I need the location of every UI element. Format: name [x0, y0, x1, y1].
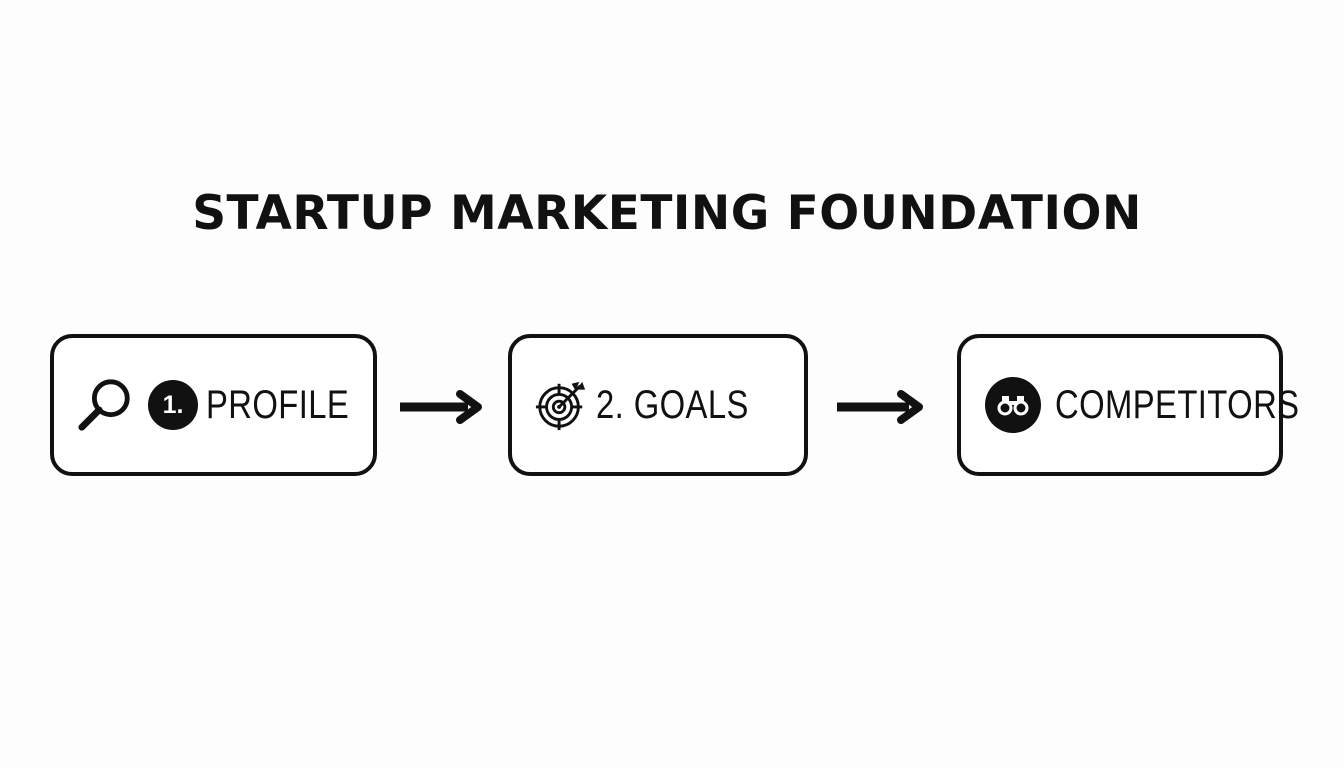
target-icon [535, 381, 586, 431]
arrow-right-icon [837, 390, 923, 424]
step-profile: 1. PROFILE [50, 334, 377, 476]
step-label-profile: PROFILE [206, 382, 350, 427]
step-number-badge: 1. [148, 380, 198, 430]
step-goals: 2. GOALS [508, 334, 808, 476]
binoculars-icon [997, 396, 1029, 416]
step-competitors: COMPETITORS [957, 334, 1299, 476]
magnifying-glass-icon [78, 379, 130, 431]
arrow-right-icon [400, 390, 482, 424]
step-label-competitors: COMPETITORS [1055, 382, 1300, 427]
diagram-title: STARTUP MARKETING FOUNDATION [192, 186, 1142, 241]
binoculars-badge [985, 377, 1041, 433]
step-label-goals: 2. GOALS [596, 382, 749, 427]
